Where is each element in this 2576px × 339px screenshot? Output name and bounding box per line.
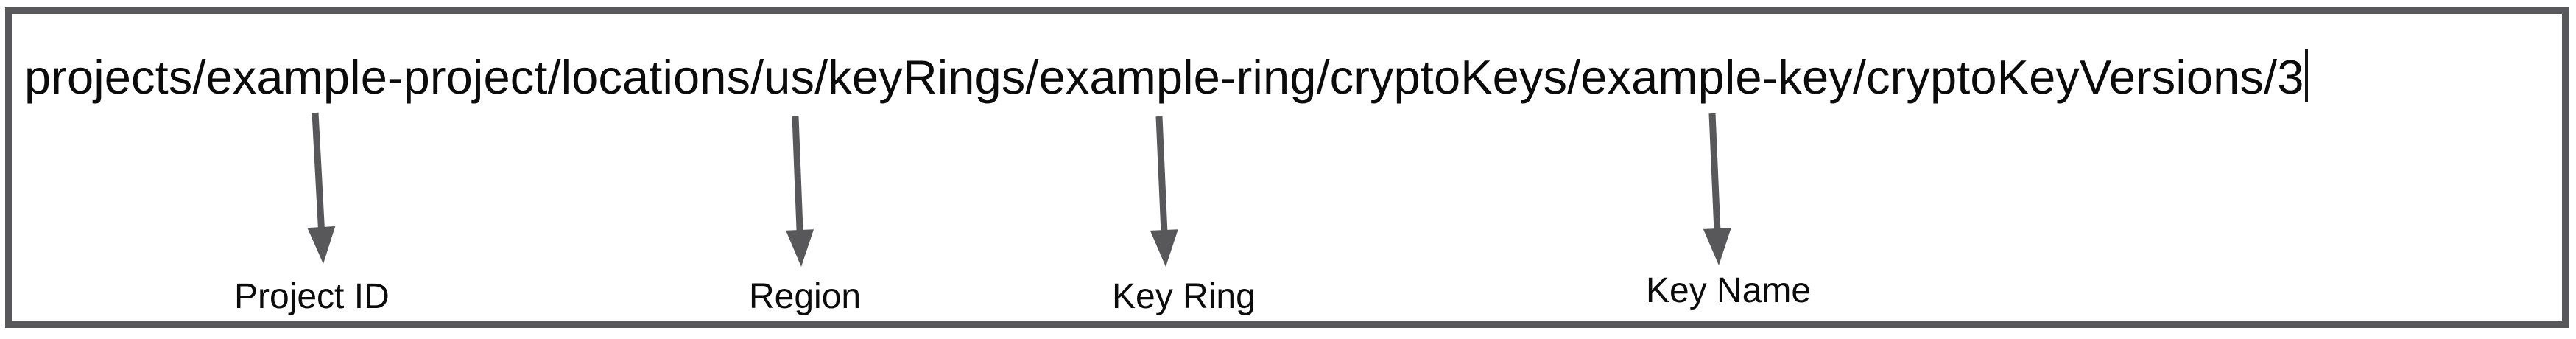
- annotation-label-key-name: Key Name: [1646, 271, 1812, 310]
- text-cursor-icon: [2305, 49, 2309, 102]
- annotation-label-region: Region: [749, 277, 862, 316]
- annotation-label-project-id: Project ID: [234, 277, 390, 316]
- annotation-label-key-ring: Key Ring: [1112, 277, 1256, 316]
- resource-path-line[interactable]: projects/example-project/locations/us/ke…: [24, 49, 2309, 104]
- resource-path-text: projects/example-project/locations/us/ke…: [24, 50, 2304, 104]
- resource-path-input[interactable]: [5, 7, 2569, 328]
